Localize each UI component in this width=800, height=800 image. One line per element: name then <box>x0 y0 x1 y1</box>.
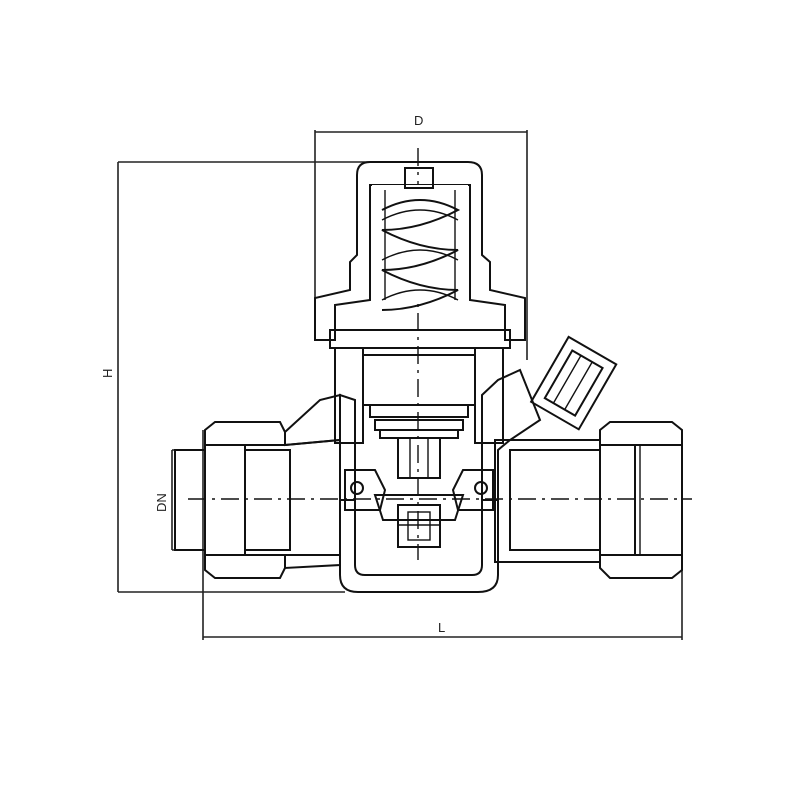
dimension-l-label: L <box>438 620 445 635</box>
gauge-port <box>529 335 618 431</box>
outlet-fitting <box>494 421 683 579</box>
inlet-fitting <box>174 393 341 579</box>
piston-assembly <box>329 329 511 444</box>
dimension-dn: DN <box>154 449 205 551</box>
valve-stem <box>344 437 494 548</box>
dimension-dn-label: DN <box>154 493 169 512</box>
dimension-d-label: D <box>414 113 423 128</box>
bonnet-cap <box>314 161 526 341</box>
dimension-d: D <box>314 113 528 360</box>
dimension-l: L <box>202 430 683 640</box>
valve-body <box>339 368 542 593</box>
dimension-h-label: H <box>100 369 115 378</box>
spring <box>372 167 468 311</box>
